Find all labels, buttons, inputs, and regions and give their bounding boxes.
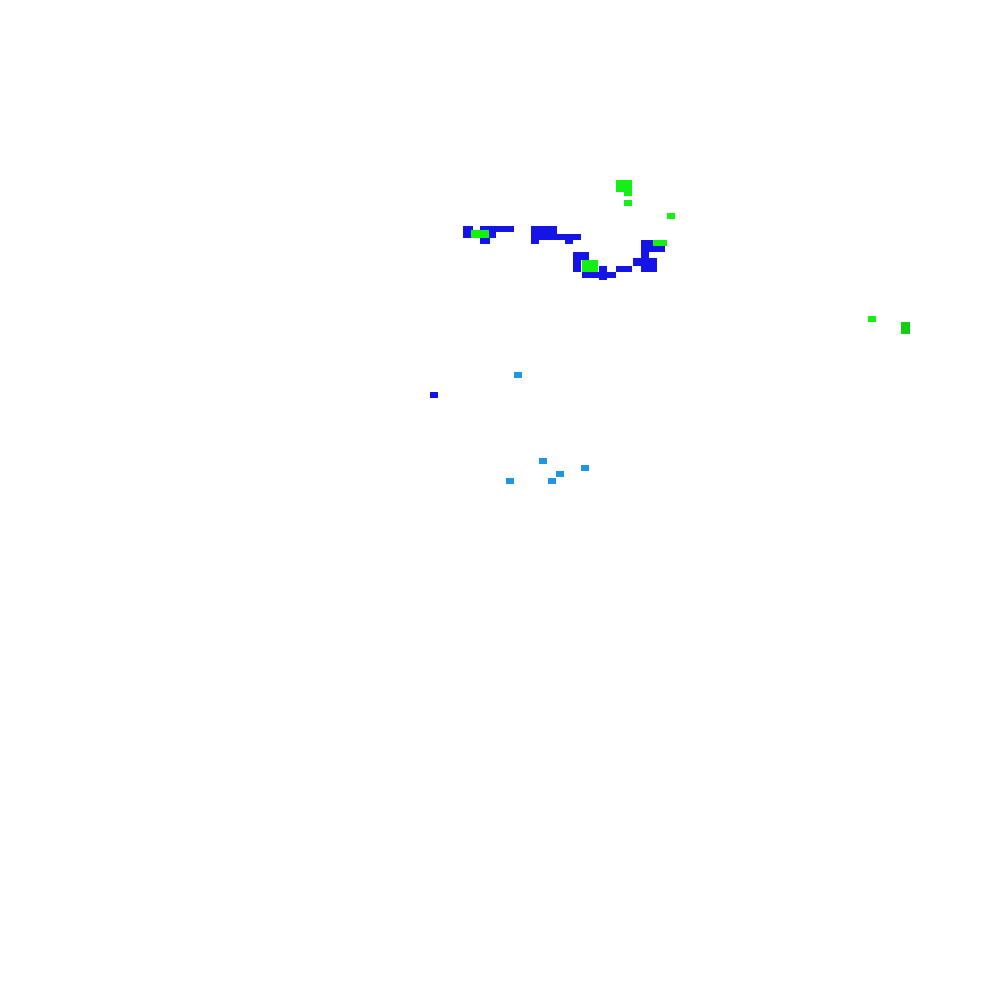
blue-cell: [565, 240, 573, 244]
blue-cell: [633, 258, 649, 266]
blue-cell: [480, 238, 490, 244]
green-cell: [616, 188, 624, 192]
blue-cell: [430, 392, 438, 398]
blue-cell: [582, 272, 616, 278]
blue-cell: [641, 266, 657, 272]
blue-cell: [641, 240, 649, 258]
green-cell: [471, 230, 489, 238]
green-cell: [653, 240, 667, 246]
light-blue-cell: [548, 478, 556, 484]
dark-green-cell: [901, 322, 910, 334]
blue-cell: [616, 266, 632, 272]
light-blue-cell: [556, 471, 564, 477]
green-cell: [616, 180, 632, 188]
blue-cell: [573, 252, 589, 260]
blue-cell: [488, 232, 496, 238]
blue-cell: [649, 258, 657, 266]
light-blue-cell: [581, 465, 589, 471]
light-blue-cell: [539, 458, 547, 464]
blue-cell: [531, 226, 557, 234]
green-cell: [868, 316, 876, 322]
blue-cell: [531, 240, 539, 244]
green-cell: [624, 188, 632, 196]
light-blue-cell: [506, 478, 514, 484]
green-cell: [667, 213, 675, 219]
green-cell: [624, 200, 632, 206]
light-blue-cell: [514, 372, 522, 378]
green-cell: [582, 260, 598, 272]
blue-cell: [480, 226, 514, 232]
blue-cell: [463, 226, 473, 238]
blue-cell: [531, 234, 581, 240]
blue-cell: [573, 260, 581, 272]
